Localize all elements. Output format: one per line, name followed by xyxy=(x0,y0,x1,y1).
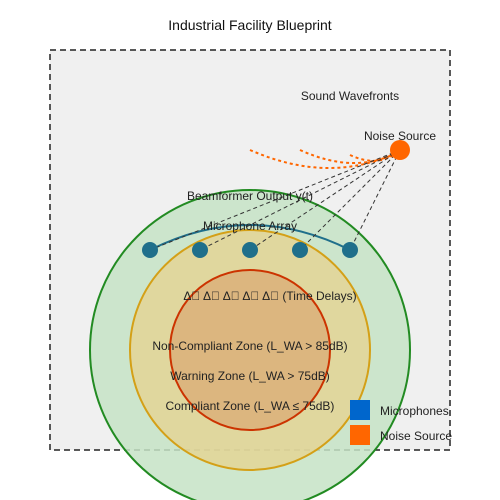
diagram-title: Industrial Facility Blueprint xyxy=(168,17,332,33)
wavefront-inner xyxy=(349,151,399,162)
legend-label-microphones: Microphones xyxy=(380,404,449,418)
propagation-ray xyxy=(349,149,401,251)
legend-swatch-microphones xyxy=(350,400,370,420)
microphone-marker xyxy=(242,242,258,258)
propagation-ray xyxy=(149,149,401,251)
noise-source-label: Noise Source xyxy=(364,129,436,143)
microphone-array-arc xyxy=(149,224,351,251)
noise-source-marker xyxy=(390,140,410,160)
microphone-marker xyxy=(292,242,308,258)
noncompliant-zone xyxy=(169,269,331,431)
legend-swatch-noise-source xyxy=(350,425,370,445)
warning-zone-label: Warning Zone (L_WA > 75dB) xyxy=(170,369,330,383)
legend: Microphones Noise Source xyxy=(350,400,452,445)
sound-wavefronts-label: Sound Wavefronts xyxy=(301,89,399,103)
sound-wavefronts xyxy=(249,149,399,169)
microphone-marker xyxy=(342,242,358,258)
wavefront-outer xyxy=(249,149,399,169)
beamformer-output-label: Beamformer Output y(t) xyxy=(187,189,313,203)
propagation-ray xyxy=(249,149,401,251)
propagation-ray xyxy=(199,149,401,251)
propagation-ray xyxy=(299,149,401,251)
propagation-rays xyxy=(149,149,401,251)
microphone-marker xyxy=(192,242,208,258)
microphone-array-label: Microphone Array xyxy=(203,219,297,233)
compliant-zone-label: Compliant Zone (L_WA ≤ 75dB) xyxy=(166,399,335,413)
time-delays-label: Δ  Δ  Δ  Δ  Δ  (Time Delays) xyxy=(183,289,356,303)
legend-label-noise-source: Noise Source xyxy=(380,429,452,443)
microphones xyxy=(142,242,358,258)
microphone-marker xyxy=(142,242,158,258)
wavefront-middle xyxy=(299,149,399,164)
noncompliant-zone-label: Non-Compliant Zone (L_WA > 85dB) xyxy=(152,339,347,353)
